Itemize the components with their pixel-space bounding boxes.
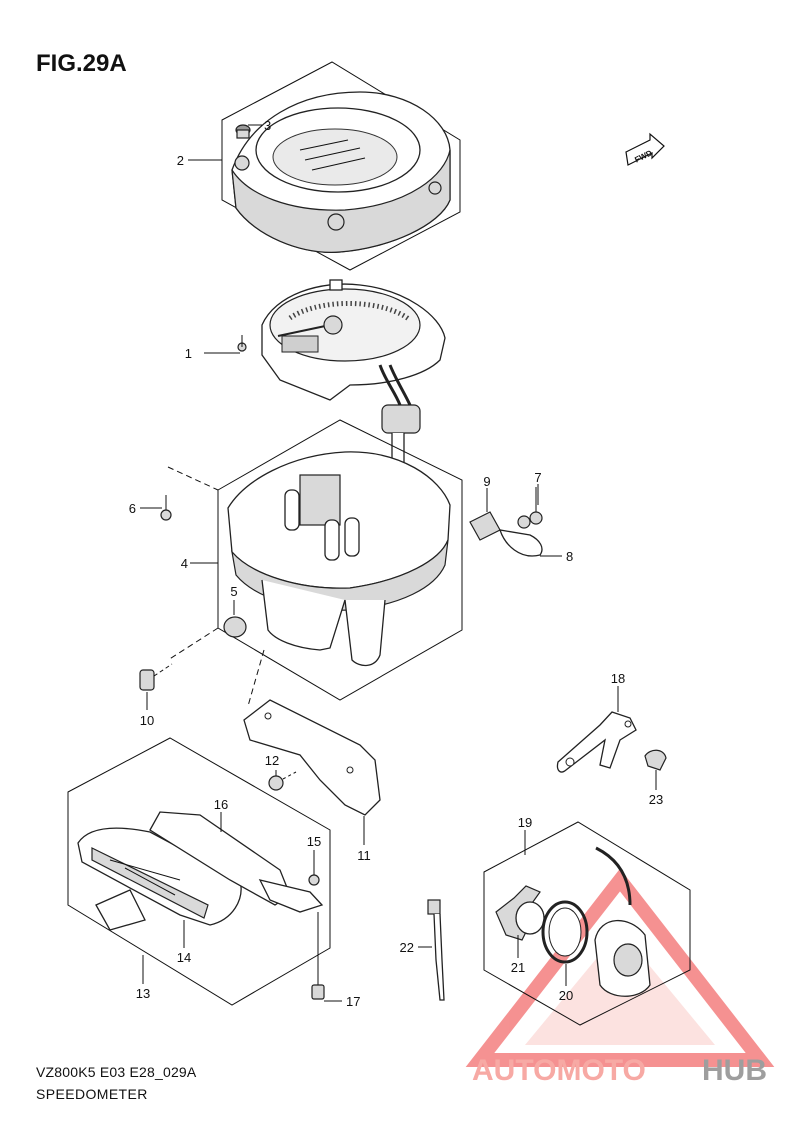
callout-6: 6	[129, 501, 136, 516]
callout-3: 3	[264, 118, 271, 133]
callout-16: 16	[214, 797, 228, 812]
callout-10: 10	[140, 713, 154, 728]
callout-5: 5	[230, 584, 237, 599]
callout-1: 1	[185, 346, 192, 361]
fwd-arrow-icon: FWD	[625, 132, 665, 166]
callout-2: 2	[177, 153, 184, 168]
indicator-lamp-group	[67, 737, 331, 1006]
sensor-group	[483, 821, 691, 1026]
callout-numbers: 1 2 3 4 5 6 7 8 9 10 11 12 13 14 15 16 1…	[129, 118, 663, 1009]
callout-23: 23	[649, 792, 663, 807]
watermark-text-1: AUTOMOTO	[472, 1054, 646, 1087]
model-code: VZ800K5 E03 E28_029A	[36, 1064, 197, 1080]
cable-tie-part	[427, 899, 445, 1001]
meter-assembly	[237, 279, 446, 501]
callout-7: 7	[534, 470, 541, 485]
watermark-logo: AUTOMOTO HUB	[472, 1054, 767, 1087]
bracket-18-part	[556, 711, 667, 773]
callout-19: 19	[518, 815, 532, 830]
cover-group	[221, 61, 461, 271]
figure-name: SPEEDOMETER	[36, 1086, 148, 1102]
bracket-part	[243, 649, 381, 816]
callout-21: 21	[511, 960, 525, 975]
callout-22: 22	[400, 940, 414, 955]
callout-8: 8	[566, 549, 573, 564]
callout-12: 12	[265, 753, 279, 768]
callout-11: 11	[357, 848, 371, 863]
callout-9: 9	[483, 474, 490, 489]
callout-13: 13	[136, 986, 150, 1001]
watermark-text-2: HUB	[702, 1054, 767, 1087]
callout-4: 4	[181, 556, 188, 571]
callout-20: 20	[559, 988, 573, 1003]
case-group	[139, 419, 463, 701]
callout-15: 15	[307, 834, 321, 849]
callout-17: 17	[346, 994, 360, 1009]
clamp-parts	[469, 487, 543, 557]
callout-18: 18	[611, 671, 625, 686]
callout-leaders	[140, 124, 657, 1002]
callout-14: 14	[177, 950, 191, 965]
figure-title: FIG.29A	[36, 50, 127, 77]
